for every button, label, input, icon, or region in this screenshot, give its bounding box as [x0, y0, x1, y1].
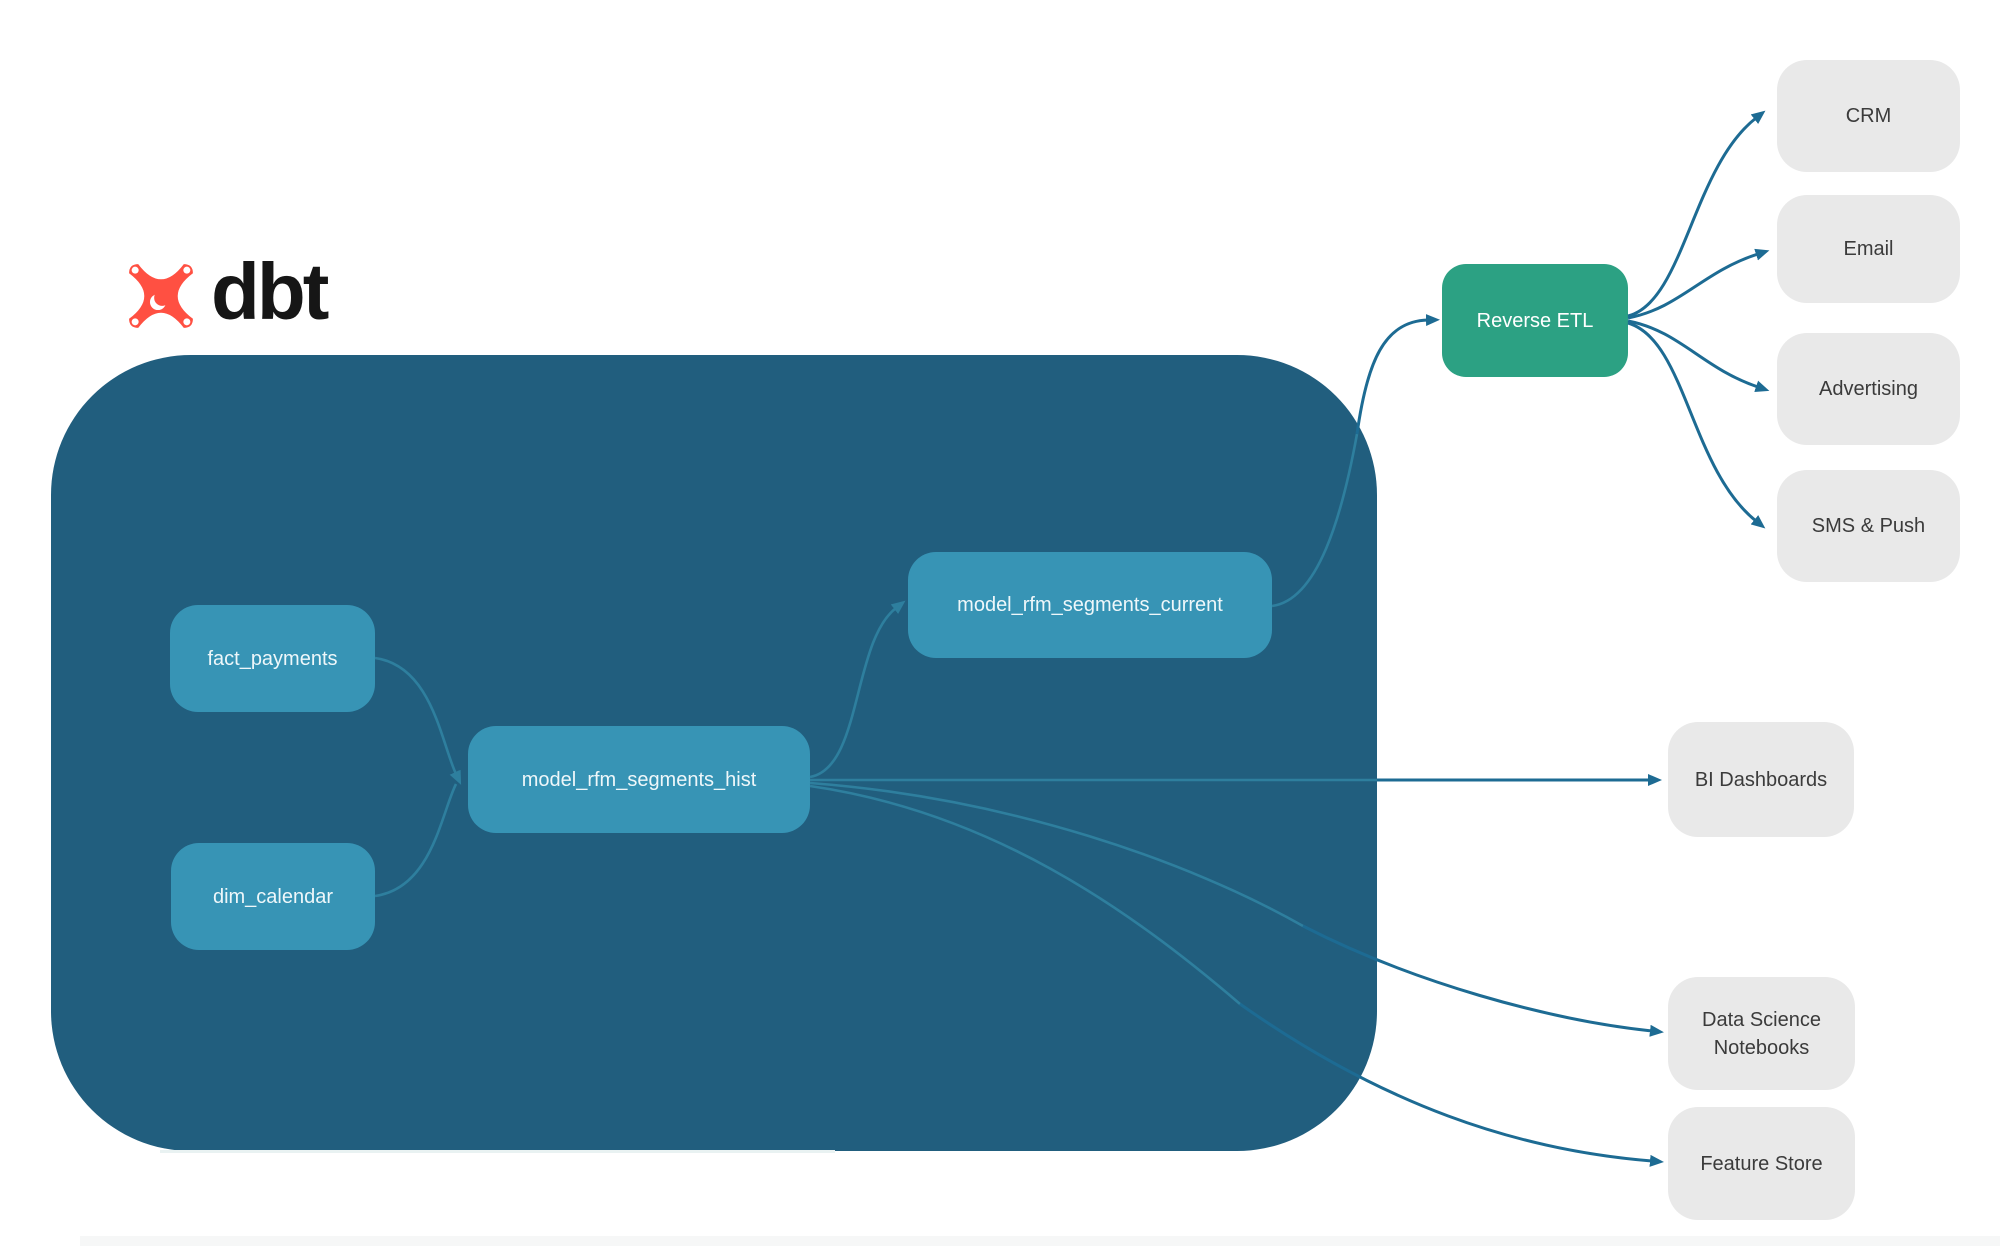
- node-reverse-etl[interactable]: Reverse ETL: [1442, 264, 1628, 377]
- node-label: SMS & Push: [1811, 515, 1926, 537]
- edge-current-to-reverse-etl: [1355, 314, 1440, 435]
- container-bottom-edge: [160, 1150, 835, 1153]
- node-email[interactable]: Email: [1777, 195, 1960, 303]
- node-label: Data Science Notebooks: [1702, 1008, 1821, 1059]
- edge-reverse-etl-to-crm: [1627, 110, 1766, 318]
- node-label: BI Dashboards: [1694, 768, 1828, 791]
- dbt-logo-icon: [129, 264, 193, 328]
- node-label: Reverse ETL: [1476, 309, 1594, 332]
- edge-reverse-etl-to-sms-push: [1627, 321, 1766, 529]
- node-label: Advertising: [1819, 378, 1918, 400]
- dbt-logo: dbt: [123, 252, 329, 336]
- edge-reverse-etl-to-email: [1627, 248, 1770, 320]
- node-label: Feature Store: [1700, 1152, 1823, 1175]
- node-feature-store[interactable]: Feature Store: [1668, 1107, 1855, 1220]
- node-model-rfm-segments-hist[interactable]: model_rfm_segments_hist: [468, 726, 810, 833]
- node-label: model_rfm_segments_hist: [521, 768, 757, 791]
- node-data-science-notebooks[interactable]: Data Science Notebooks: [1668, 977, 1855, 1090]
- edge-reverse-etl-to-advertising: [1627, 319, 1770, 393]
- node-advertising[interactable]: Advertising: [1777, 333, 1960, 445]
- dbt-logo-wordmark: dbt: [211, 247, 329, 336]
- node-sms-push[interactable]: SMS & Push: [1777, 470, 1960, 582]
- node-label: Email: [1843, 238, 1894, 260]
- node-label: model_rfm_segments_current: [957, 594, 1223, 616]
- node-dim-calendar[interactable]: dim_calendar: [171, 843, 375, 950]
- node-label: fact_payments: [207, 647, 338, 670]
- node-model-rfm-segments-current[interactable]: model_rfm_segments_current: [908, 552, 1272, 658]
- page-bottom-strip: [80, 1236, 2000, 1246]
- node-crm[interactable]: CRM: [1777, 60, 1960, 172]
- node-label: dim_calendar: [212, 885, 334, 908]
- node-fact-payments[interactable]: fact_payments: [170, 605, 375, 712]
- node-bi-dashboards[interactable]: BI Dashboards: [1668, 722, 1854, 837]
- node-label: CRM: [1845, 105, 1892, 127]
